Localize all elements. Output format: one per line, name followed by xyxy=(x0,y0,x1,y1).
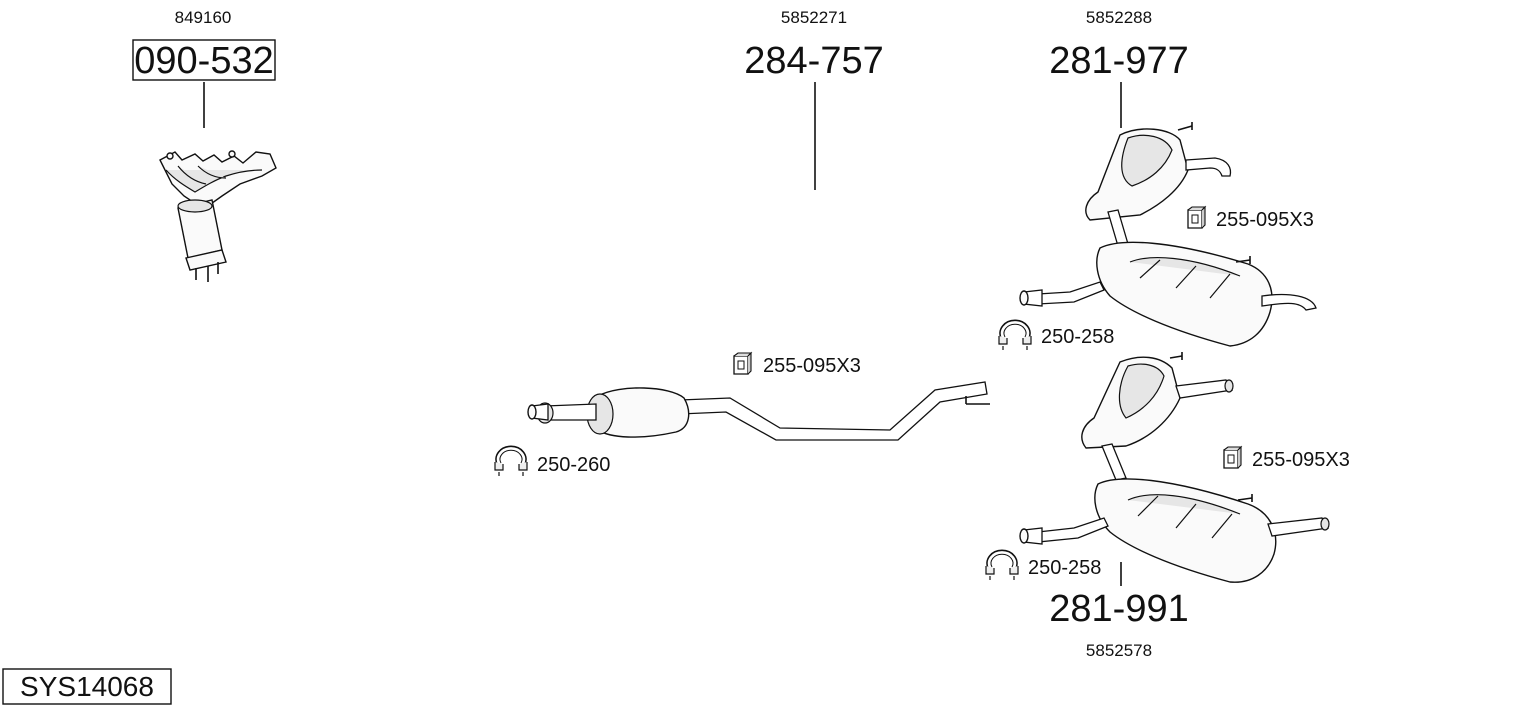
middle-silencer-part-group[interactable]: 5852271 284-757 xyxy=(527,8,990,441)
rear-silencer-bottom-part-group[interactable]: 281-991 5852578 xyxy=(1019,352,1330,660)
system-id-badge: SYS14068 xyxy=(2,668,172,705)
exhaust-manifold-catalyst-icon xyxy=(159,150,277,282)
accessory-clamp-bottom-right[interactable]: 250-258 xyxy=(985,549,1101,581)
middle-silencer-part-number[interactable]: 284-757 xyxy=(744,40,883,82)
pipe-clamp-icon xyxy=(985,549,1019,581)
mount-top-right-label[interactable]: 255-095X3 xyxy=(1216,209,1314,231)
rear-silencer-bottom-part-number[interactable]: 281-991 xyxy=(1049,588,1188,630)
accessory-mount-bottom-right[interactable]: 255-095X3 xyxy=(1223,446,1350,471)
clamp-top-right-label[interactable]: 250-258 xyxy=(1041,326,1114,348)
rear-silencer-icon xyxy=(1019,122,1317,347)
manifold-part-number[interactable]: 090-532 xyxy=(134,40,273,82)
manifold-part-box xyxy=(132,39,276,81)
accessory-clamp-top-right[interactable]: 250-258 xyxy=(998,319,1114,351)
system-id-label: SYS14068 xyxy=(20,671,154,702)
pipe-clamp-icon xyxy=(494,445,528,477)
rear-silencer-top-oem-number: 5852288 xyxy=(1086,8,1152,27)
pipe-clamp-icon xyxy=(998,319,1032,351)
clamp-middle-label[interactable]: 250-260 xyxy=(537,454,610,476)
rear-silencer-top-part-group[interactable]: 5852288 281-977 xyxy=(1019,8,1317,347)
manifold-part-group[interactable]: 849160 090-532 xyxy=(132,8,277,282)
middle-silencer-oem-number: 5852271 xyxy=(781,8,847,27)
rubber-mount-icon xyxy=(1187,206,1206,229)
rear-silencer-top-part-number[interactable]: 281-977 xyxy=(1049,40,1188,82)
accessory-mount-top-right[interactable]: 255-095X3 xyxy=(1187,206,1314,231)
clamp-bottom-right-label[interactable]: 250-258 xyxy=(1028,557,1101,579)
rear-silencer-sport-tip-icon xyxy=(1019,352,1330,583)
accessory-mount-middle[interactable]: 255-095X3 xyxy=(733,352,861,377)
accessory-clamp-middle[interactable]: 250-260 xyxy=(494,445,610,477)
rear-silencer-bottom-oem-number: 5852578 xyxy=(1086,641,1152,660)
rubber-mount-icon xyxy=(1223,446,1242,469)
manifold-oem-number: 849160 xyxy=(175,8,232,27)
middle-silencer-icon xyxy=(527,381,990,441)
mount-bottom-right-label[interactable]: 255-095X3 xyxy=(1252,449,1350,471)
rubber-mount-icon xyxy=(733,352,752,375)
mount-middle-label[interactable]: 255-095X3 xyxy=(763,355,861,377)
system-id-box xyxy=(2,668,172,705)
